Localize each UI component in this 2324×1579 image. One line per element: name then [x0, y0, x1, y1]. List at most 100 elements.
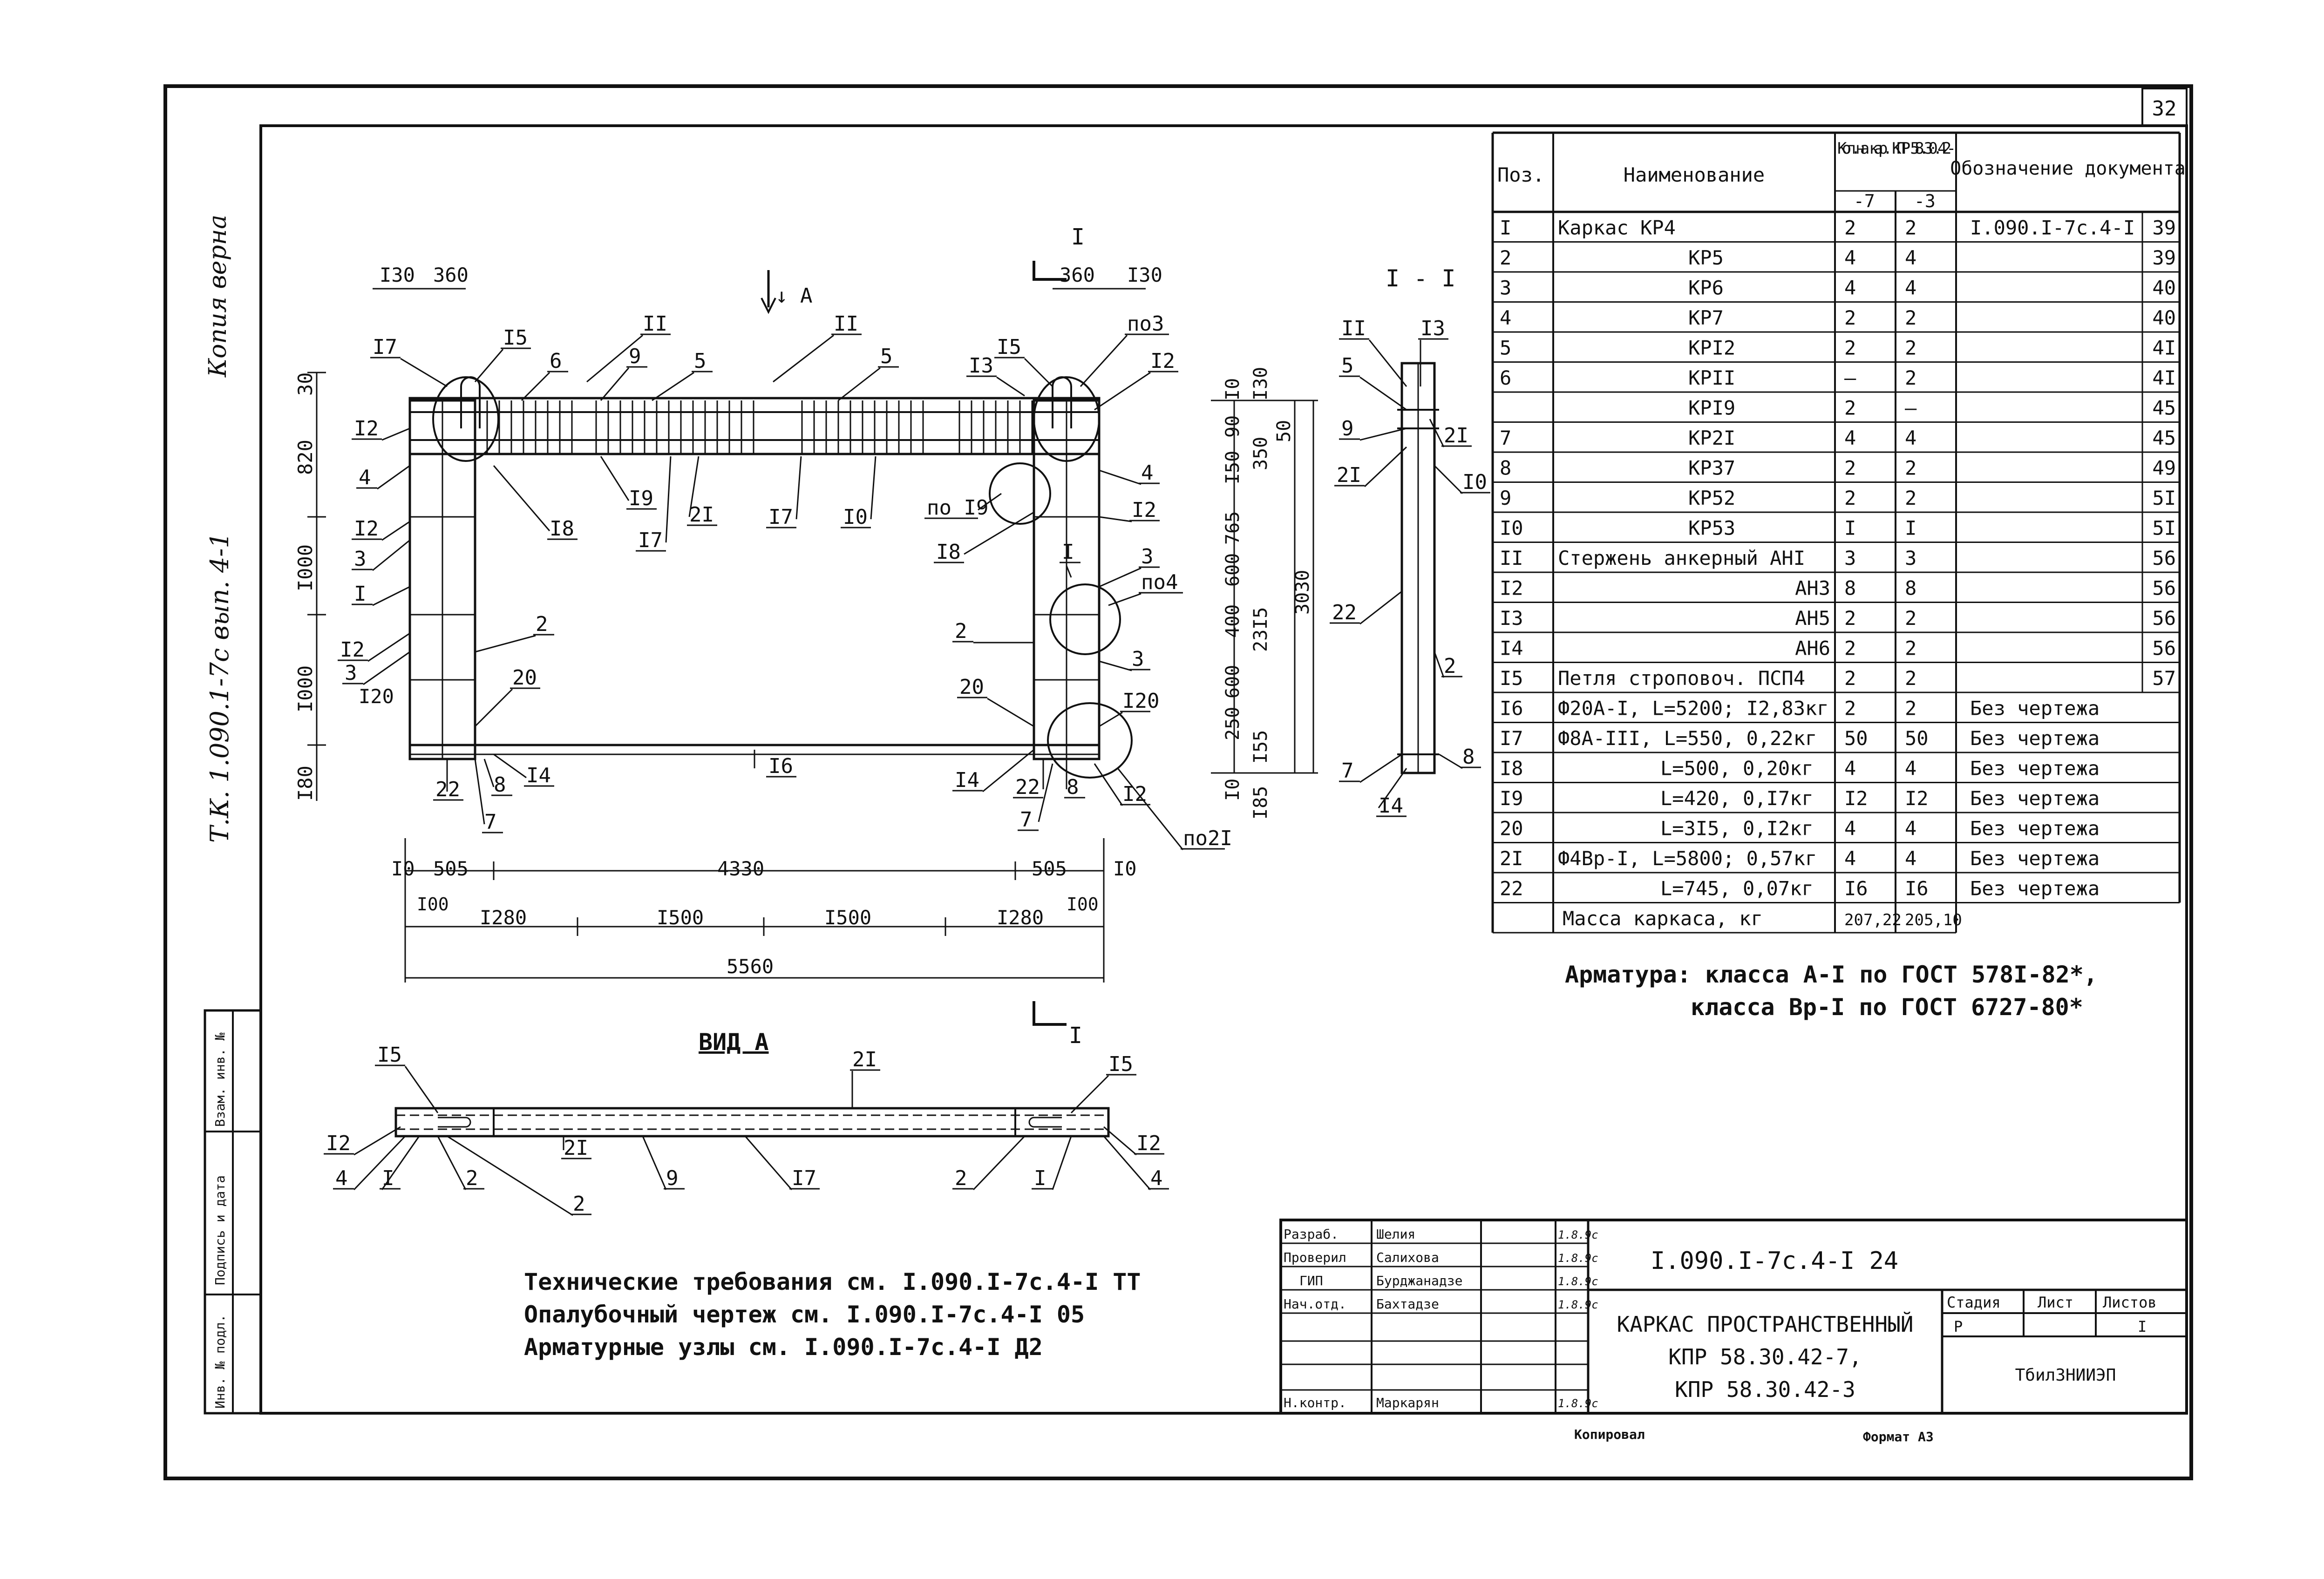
- row-10-pos: I0: [1500, 517, 1523, 540]
- row-15-name: Петля строповоч. ПСП4: [1558, 667, 1805, 690]
- row-20-pos: 20: [1500, 817, 1523, 840]
- series-note: Т.К. 1.090.1-7с вып. 4-1: [205, 532, 234, 843]
- callout-mid-5: I0: [843, 505, 868, 529]
- callout-top-4: 9: [629, 345, 641, 368]
- row-13-b: 2: [1905, 607, 1916, 630]
- row-7-page: 45: [2152, 427, 2176, 449]
- row-17-pos: I7: [1500, 727, 1523, 750]
- row-5-pos: 6: [1500, 366, 1511, 389]
- callout-right-8: 20: [959, 675, 984, 699]
- section-callout-8: 2: [1444, 654, 1456, 678]
- row-17-doc: Без чертежа: [1970, 727, 2100, 750]
- view-a-callout-6: 2: [466, 1166, 478, 1190]
- row-6-name: КРI9: [1688, 397, 1735, 420]
- row-12-a: 8: [1844, 577, 1856, 600]
- row-17-a: 50: [1844, 727, 1868, 750]
- row-3-pos: 4: [1500, 306, 1511, 329]
- view-a-arrow-label: ↓ А: [775, 284, 812, 308]
- callout-left-3: 3: [354, 547, 367, 571]
- row-21-b: 4: [1905, 847, 1916, 870]
- callout-right-12: 7: [1020, 808, 1033, 832]
- dim-top-360-left: 360: [433, 264, 469, 286]
- section-callout-5: 2I: [1444, 424, 1468, 447]
- tb-date-4: 1.8.9с: [1558, 1397, 1598, 1410]
- dim-left-30: 30: [294, 372, 317, 396]
- row-22-pos: 22: [1500, 877, 1523, 900]
- row-17-b: 50: [1905, 727, 1929, 750]
- dim-bottom-1500a: I500: [657, 906, 704, 929]
- callout-mid-6: по I9: [927, 496, 988, 520]
- dim-right-600b: 600: [1222, 665, 1244, 698]
- row-9-page: 5I: [2152, 487, 2176, 509]
- row-9-b: 2: [1905, 487, 1916, 509]
- dim-top-130-left: I30: [380, 264, 415, 286]
- main-view-labels: ↓ А I I I30 360 360 I30 30 820 I000 I000…: [294, 224, 1313, 1049]
- row-2-pos: 3: [1500, 277, 1511, 299]
- row-19-b: I2: [1905, 787, 1929, 810]
- row-18-a: 4: [1844, 757, 1856, 780]
- row-0-page: 39: [2152, 217, 2176, 239]
- callout-right-13: I2: [1122, 782, 1147, 806]
- row-1-b: 4: [1905, 246, 1916, 269]
- dim-left-1000a: I000: [294, 544, 317, 591]
- callout-top-8: I3: [969, 354, 993, 378]
- callout-right-6: 3: [1132, 647, 1144, 671]
- dim-left-820: 820: [294, 440, 317, 475]
- row-10-b: I: [1905, 517, 1916, 540]
- row-12-pos: I2: [1500, 577, 1523, 600]
- dim-bottom-4330: 4330: [717, 857, 764, 880]
- callout-right-11: 8: [1067, 775, 1079, 799]
- dim-right-250: 250: [1222, 707, 1244, 740]
- dim-right-50: 50: [1273, 420, 1295, 442]
- row-21-name: Ф4Вр-I, L=5800; 0,57кг: [1558, 847, 1817, 870]
- row-16-name: Ф20А-I, L=5200; I2,83кг: [1558, 697, 1829, 720]
- view-a-callout-9: 9: [666, 1166, 679, 1190]
- callout-mid-7: I8: [936, 540, 961, 564]
- callout-left-7: 22: [435, 778, 460, 801]
- row-0-doc: I.090.I-7с.4-I: [1970, 217, 2135, 239]
- row-11-b: 3: [1905, 547, 1916, 569]
- tech-note-1: Технические требования см. I.090.I-7с.4-…: [524, 1268, 1141, 1295]
- row-22-b: I6: [1905, 877, 1929, 900]
- row-11-a: 3: [1844, 547, 1856, 569]
- section-callout-3: 9: [1341, 417, 1354, 440]
- section-callout-10: 8: [1462, 745, 1475, 769]
- row-21-doc: Без чертежа: [1970, 847, 2100, 870]
- row-15-page: 57: [2152, 667, 2176, 690]
- row-4-pos: 5: [1500, 337, 1511, 359]
- row-3-b: 2: [1905, 306, 1916, 329]
- dim-bottom-10b: I0: [1113, 857, 1137, 880]
- tb-date-3: 1.8.9с: [1558, 1298, 1598, 1311]
- row-1-a: 4: [1844, 246, 1856, 269]
- row-21-pos: 2I: [1500, 847, 1523, 870]
- dim-bottom-1280b: I280: [997, 906, 1044, 929]
- callout-right-10: 22: [1015, 775, 1040, 799]
- tech-note-3: Арматурные узлы см. I.090.I-7с.4-I Д2: [524, 1334, 1043, 1361]
- row-18-b: 4: [1905, 757, 1916, 780]
- tb-name-4: Маркарян: [1376, 1395, 1439, 1410]
- callout-top-10: по3: [1127, 312, 1164, 336]
- dim-left-180: I80: [294, 766, 317, 801]
- row-20-name: L=3I5, 0,I2кг: [1660, 817, 1814, 840]
- callout-left-8: 7: [484, 810, 497, 834]
- copy-note: Копия верна: [204, 215, 232, 378]
- tb-org: ТбилЗНИИЭП: [2015, 1366, 2116, 1385]
- row-20-a: 4: [1844, 817, 1856, 840]
- row-14-a: 2: [1844, 637, 1856, 660]
- view-a-callout-7: 2: [573, 1192, 585, 1216]
- callout-mid-1: I9: [629, 487, 653, 510]
- th-doc: Обозначение документа: [1950, 158, 2186, 179]
- row-3-name: КР7: [1688, 306, 1724, 329]
- tb-name-3: Бахтадзе: [1376, 1296, 1439, 1312]
- view-a-callout-2: I5: [1108, 1052, 1133, 1076]
- row-19-a: I2: [1844, 787, 1868, 810]
- row-19-name: L=420, 0,I7кг: [1660, 787, 1814, 810]
- row-15-pos: I5: [1500, 667, 1523, 690]
- main-view: [307, 261, 1318, 1026]
- dim-right-2315: 23I5: [1250, 607, 1271, 652]
- tb-date-1: 1.8.9с: [1558, 1252, 1598, 1265]
- th-qty-a: -7: [1854, 191, 1875, 211]
- callout-top-3: II: [643, 312, 667, 336]
- stamp-sign: Подпись и дата: [212, 1175, 228, 1285]
